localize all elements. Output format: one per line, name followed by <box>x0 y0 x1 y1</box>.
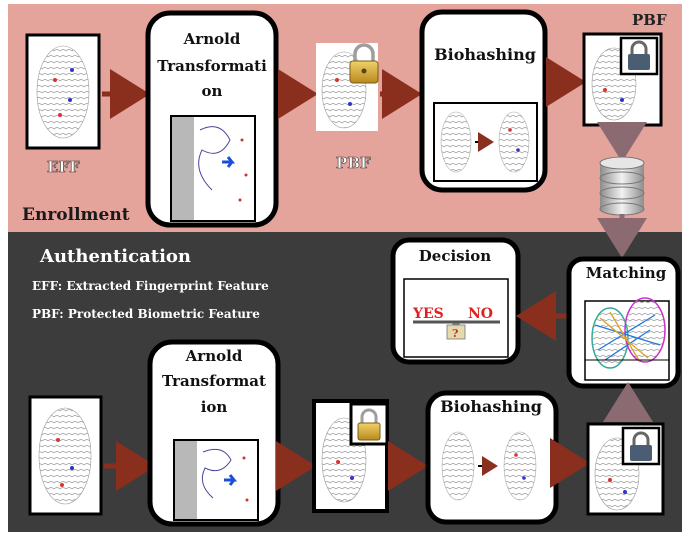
padlock-icon <box>621 426 661 466</box>
decision-title: Decision <box>419 247 492 265</box>
enrollment-section-label: Enrollment <box>22 205 130 225</box>
arnold-title-line1: Arnold <box>183 30 241 48</box>
padlock-icon <box>349 402 389 446</box>
auth-eff-fingerprint-icon <box>28 395 103 516</box>
pbf-top-label: PBF <box>632 11 667 29</box>
balance-scale-icon <box>413 320 500 340</box>
padlock-icon <box>619 36 659 76</box>
arnold-title-line2: Transformati <box>157 57 267 75</box>
decision-box <box>390 237 521 365</box>
database-icon <box>599 156 645 216</box>
question-mark: ? <box>452 327 458 340</box>
biohashing-box <box>419 9 548 193</box>
eff-label: EFF <box>47 158 80 176</box>
no-text: NO <box>468 306 493 322</box>
auth-biohashing-box <box>425 390 559 525</box>
auth-biohashing-title: Biohashing <box>440 397 542 416</box>
matching-title: Matching <box>586 264 667 282</box>
legend-eff: EFF: Extracted Fingerprint Feature <box>32 279 269 293</box>
pbf-label: PBF <box>336 154 371 172</box>
auth-arnold-transformation-box <box>147 339 281 527</box>
arnold-transformation-box <box>145 10 279 228</box>
arnold-title-line3: on <box>202 82 223 100</box>
pbf-fingerprint-icon <box>316 43 378 131</box>
legend-pbf: PBF: Protected Biometric Feature <box>32 307 260 321</box>
authentication-section-label: Authentication <box>39 246 191 267</box>
auth-arnold-title-line2: Transformat <box>162 372 266 390</box>
auth-arnold-title-line3: ion <box>201 398 228 416</box>
auth-arnold-title-line1: Arnold <box>185 347 243 365</box>
yes-text: YES <box>412 306 444 322</box>
matching-box <box>566 256 681 389</box>
biohashing-title: Biohashing <box>434 45 536 64</box>
eff-fingerprint-icon <box>25 33 101 150</box>
padlock-icon <box>349 43 379 84</box>
